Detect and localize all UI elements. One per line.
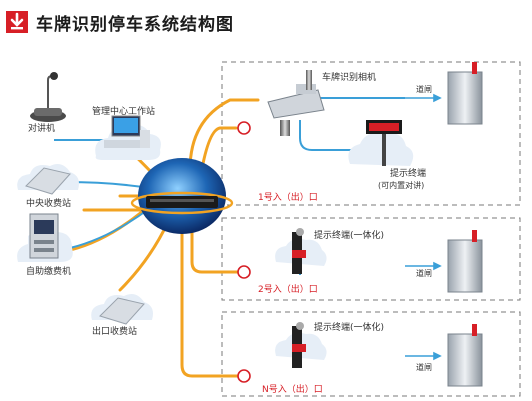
lane-n-display-label: 提示终端(一体化) [314, 321, 384, 333]
lane-1-display-note: (可内置对讲) [378, 180, 424, 190]
lane-1-display-label: 提示终端 [390, 167, 426, 179]
lane-n-label: N号入（出）口 [262, 383, 323, 395]
page-title: 车牌识别停车系统结构图 [36, 14, 234, 35]
self-service-kiosk [17, 213, 73, 262]
central-toll-label: 中央收费站 [26, 197, 71, 209]
mgmt-station-label: 管理中心工作站 [92, 105, 155, 117]
lane-n-node [237, 369, 251, 383]
exit-toll-device [91, 294, 153, 325]
lane-1-gate-cabinet [447, 62, 483, 125]
lane-n-gate-label: 道闸 [416, 362, 432, 372]
lane-2-gate-label: 道闸 [416, 268, 432, 278]
plate-camera-label: 车牌识别相机 [322, 71, 376, 83]
lane-1-label: 1号入（出）口 [258, 191, 318, 203]
lane-n-gate-cabinet [447, 324, 483, 387]
gate-arrows [405, 93, 442, 361]
intercom-label: 对讲机 [28, 122, 55, 134]
exit-toll-label: 出口收费站 [92, 325, 137, 337]
title-bar: 车牌识别停车系统结构图 [6, 8, 234, 36]
plate-camera [267, 70, 325, 136]
lane-n-frame [221, 311, 521, 397]
lane-1-gate-label: 道闸 [416, 84, 432, 94]
central-toll-device [17, 164, 79, 195]
intercom-device [30, 72, 66, 122]
lane-1-frame [221, 61, 521, 206]
lane-2-gate-cabinet [447, 230, 483, 293]
lane-2-display-label: 提示终端(一体化) [314, 229, 384, 241]
lane-2-node [237, 265, 251, 279]
lane-2-display-terminal [275, 228, 327, 274]
logo-mark [6, 11, 28, 33]
network-hub [130, 158, 234, 234]
self-service-label: 自助缴费机 [26, 265, 71, 277]
lane-2-label: 2号入（出）口 [258, 283, 318, 295]
lane-1-display-terminal [348, 120, 414, 166]
download-arrow-icon [10, 12, 24, 30]
mgmt-workstation [95, 115, 161, 160]
lane-n-display-terminal [275, 322, 327, 368]
lane-1-node [237, 121, 251, 135]
